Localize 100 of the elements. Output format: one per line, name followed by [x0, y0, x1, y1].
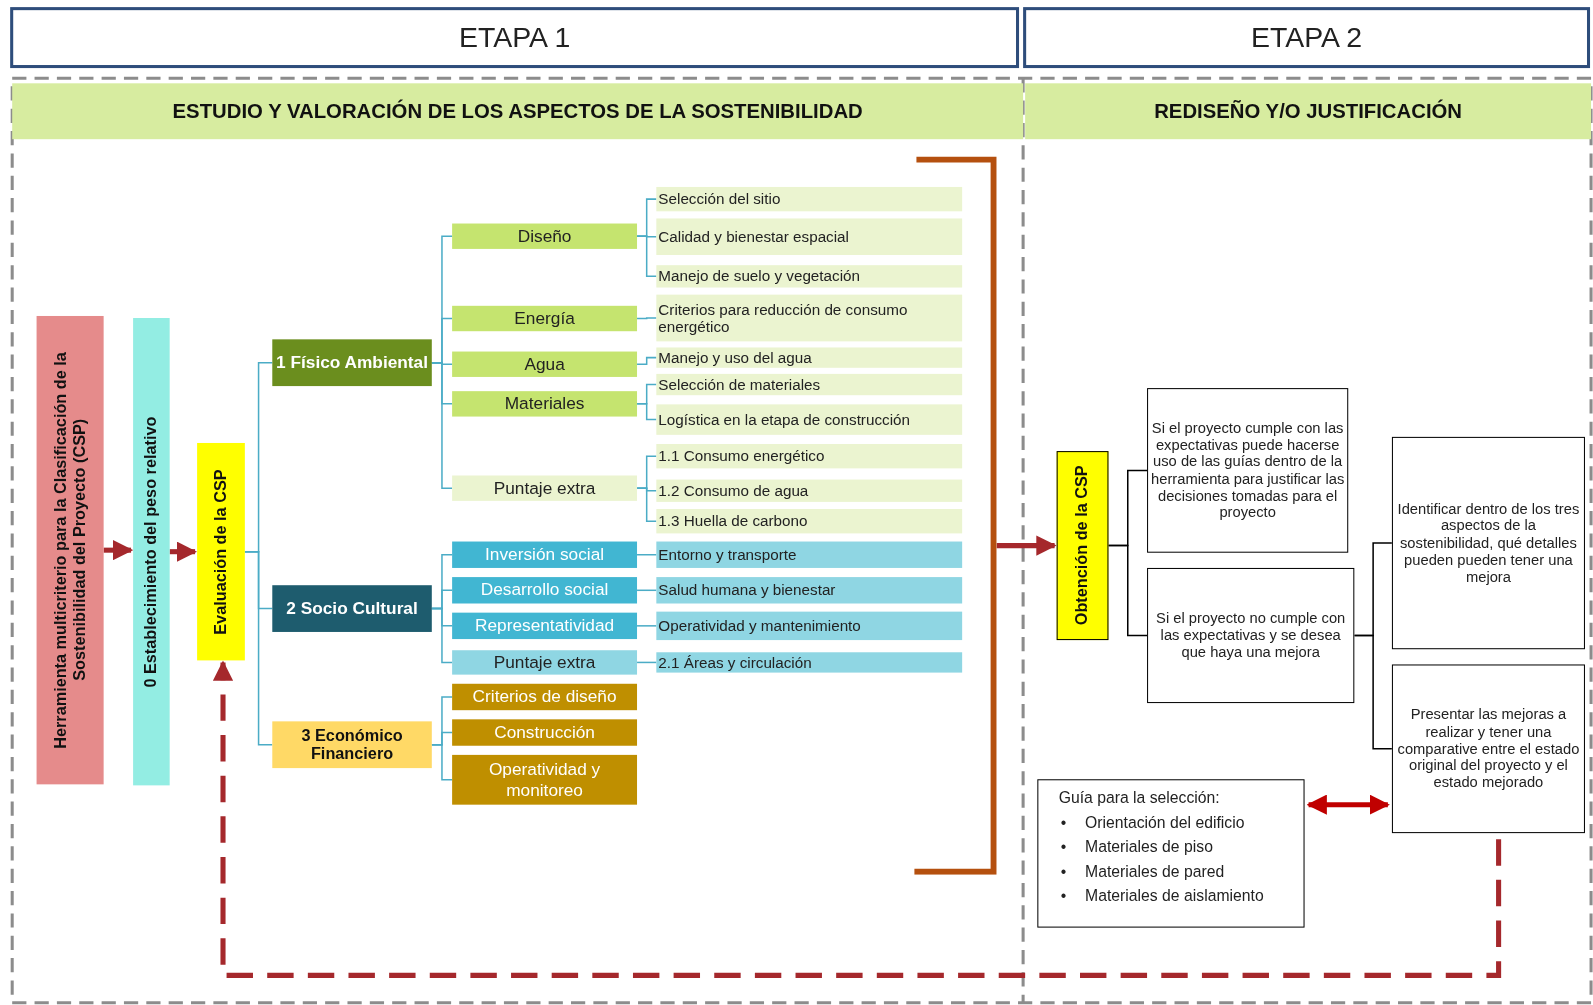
label-text: Construcción: [494, 722, 595, 743]
category-box: [452, 612, 638, 640]
category-box: [656, 541, 963, 568]
category-box: [452, 475, 638, 501]
stage-header: [1023, 7, 1591, 69]
category-box: [272, 721, 432, 769]
bullet: •: [1060, 885, 1068, 907]
connector-line: [431, 743, 453, 781]
arrow: [169, 541, 198, 562]
category-box: [272, 585, 432, 632]
connector-line: [636, 487, 658, 522]
category-box: [36, 316, 104, 785]
category-box: [656, 265, 963, 288]
arrow: [212, 660, 1502, 978]
label-text: Criterios de diseño: [472, 687, 617, 707]
connector-line: [636, 554, 658, 556]
label-text: Diseño: [517, 226, 572, 247]
vertical-label: Evaluación de la CSP: [211, 469, 230, 635]
category-box: [656, 347, 963, 368]
result-box: [1056, 451, 1109, 641]
category-box: [656, 611, 963, 641]
label-text: Entorno y transporte: [658, 545, 797, 564]
connector-line: [636, 356, 658, 365]
category-box: [656, 652, 963, 673]
label-text: Agua: [524, 354, 565, 375]
connector-line: [636, 589, 658, 592]
label-text: Operatividad y mantenimiento: [658, 617, 861, 635]
label-text: Manejo de suelo y vegetación: [658, 267, 860, 286]
label-text: Guía para la selección:: [1058, 788, 1220, 807]
label-text: Puntaje extra: [493, 652, 596, 673]
label-text: Representatividad: [474, 615, 615, 636]
category-box: [656, 218, 963, 255]
category-box: [197, 443, 245, 661]
label-text: ESTUDIO Y VALORACIÓN DE LOS ASPECTOS DE LA SOSTENIBILIDAD: [172, 99, 863, 123]
label-text: 1.1 Consumo energético: [658, 447, 825, 465]
bullet: •: [1060, 837, 1068, 858]
list-item: Materiales de pared: [1085, 861, 1225, 882]
label-text: 1.2 Consumo de agua: [658, 481, 809, 500]
label-text: Desarrollo social: [480, 580, 609, 601]
label-text: Calidad y bienestar espacial: [658, 227, 849, 246]
label-text: Energía: [514, 308, 575, 329]
category-box: [656, 444, 963, 469]
vertical-label: Obtención de la CSP: [1073, 465, 1092, 626]
category-box: [452, 683, 638, 711]
list-item: Materiales de piso: [1085, 837, 1213, 858]
connector-line: [431, 361, 453, 489]
category-box: [1391, 664, 1585, 834]
category-box: [1147, 567, 1355, 704]
category-box: [656, 186, 963, 212]
connector-line: [636, 661, 658, 664]
connector-line: [244, 550, 274, 746]
category-box: [452, 541, 638, 568]
bracket: [913, 156, 997, 875]
category-box: [452, 650, 638, 675]
label-text: Salud humana y bienestar: [658, 581, 836, 600]
label-text: Logística en la etapa de construcción: [658, 410, 910, 429]
section-band: [1025, 83, 1592, 140]
label-text: 2 Socio Cultural: [286, 598, 418, 619]
arrow: [103, 540, 134, 561]
label-text: 2.1 Áreas y circulación: [658, 653, 812, 672]
label-text: Selección de materiales: [658, 375, 821, 394]
list-item: Materiales de aislamiento: [1085, 885, 1264, 907]
label-text: ETAPA 1: [459, 21, 571, 54]
connector-line: [636, 317, 658, 320]
category-box: [452, 351, 638, 377]
connector-line: [1107, 544, 1148, 637]
stage-header: [10, 7, 1020, 69]
category-box: [452, 223, 638, 249]
category-box: [656, 479, 963, 502]
arrow: [1306, 794, 1390, 815]
category-box: [452, 754, 638, 805]
category-box: [452, 305, 638, 332]
guide-box: [1037, 779, 1305, 928]
label-text: Selección del sitio: [658, 190, 781, 208]
label-text: Si el proyecto no cumple con las expectativas y se desea que haya una mejora: [1155, 610, 1347, 661]
category-box: [133, 318, 170, 786]
label-text: Si el proyecto cumple con las expectativas puede hacerse uso de las guías dentro de la herramienta para justificar las decisiones tomadas para el proyecto: [1150, 419, 1346, 522]
label-text: 1.3 Huella de carbono: [658, 512, 808, 530]
category-box: [452, 391, 638, 417]
label-text: Operatividad y monitoreo: [487, 759, 602, 800]
category-box: [1391, 436, 1585, 650]
bullet: •: [1060, 812, 1068, 833]
label-text: Inversión social: [485, 544, 605, 565]
vertical-label: 0 Establecimiento del peso relativo: [142, 416, 161, 688]
category-box: [452, 577, 638, 604]
label-text: ETAPA 2: [1250, 21, 1363, 54]
label-text: Manejo y uso del agua: [658, 348, 812, 367]
category-box: [656, 509, 963, 534]
label-text: 3 Económico Financiero: [300, 726, 404, 764]
arrow: [996, 535, 1057, 556]
category-box: [656, 294, 963, 342]
label-text: 1 Físico Ambiental: [276, 352, 428, 373]
list-item: Orientación del edificio: [1085, 812, 1245, 833]
category-box: [656, 577, 963, 604]
category-box: [1147, 388, 1349, 553]
connector-line: [636, 235, 658, 278]
vertical-label: Herramienta multicriterio para la Clasificación de la Sostenibilidad del Proyecto (CSP): [51, 350, 89, 751]
category-box: [272, 339, 432, 387]
label-text: Identificar dentro de los tres aspectos de la sostenibilidad, qué detalles pueden pueden tener una mejora: [1396, 500, 1581, 586]
connector-line: [636, 403, 658, 421]
